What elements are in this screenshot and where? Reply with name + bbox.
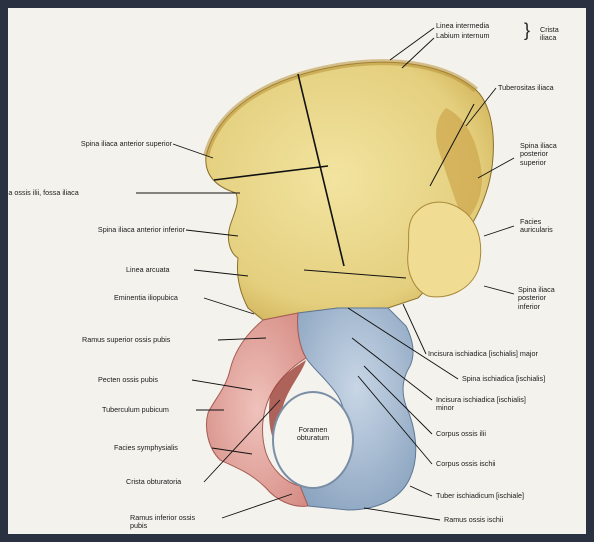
label-crista-obturatoria: Crista obturatoria [126,478,181,486]
auricular-surface [408,202,481,297]
label-pecten-ossis-pubis: Pecten ossis pubis [98,376,158,384]
bracket-glyph: } [524,20,530,40]
label-eminentia-iliopubica: Eminentia iliopubica [114,294,178,302]
label-spina-iliaca-posterior-inferior: Spina iliaca posterior inferior [518,286,555,311]
label-incisura-ischiadica-minor: Incisura ischiadica [ischialis] minor [436,396,526,413]
label-incisura-ischiadica-major: Incisura ischiadica [ischialis] major [428,350,538,358]
label-spina-iliaca-posterior-superior: Spina iliaca posterior superior [520,142,557,167]
label-tuberculum-pubicum: Tuberculum pubicum [102,406,169,414]
label-foramen-obturatum: Foramen obturatum [288,426,338,443]
label-facies-symphysialis: Facies symphysialis [114,444,178,452]
label-corpus-ossis-ilii: Corpus ossis ilii [436,430,486,438]
label-corpus-ossis-ischii: Corpus ossis ischii [436,460,496,468]
label-ramus-superior-ossis-pubis: Ramus superior ossis pubis [82,336,170,344]
label-tuber-ischiadicum: Tuber ischiadicum [ischiale] [436,492,524,500]
label-ala-ossis-ilii: Ala ossis ilii, fossa iliaca [8,189,79,197]
label-spina-ischiadica: Spina ischiadica [ischialis] [462,375,545,383]
label-crista-iliaca: Crista iliaca [540,26,559,43]
label-linea-arcuata: Linea arcuata [126,266,170,274]
label-labium-internum: Labium internum [436,32,490,40]
label-facies-auricularis: Facies auricularis [520,218,553,235]
label-ramus-ossis-ischii: Ramus ossis ischii [444,516,503,524]
label-spina-iliaca-anterior-inferior: Spina iliaca anterior inferior [38,226,185,234]
label-tuberositas-iliaca: Tuberositas iliaca [498,84,554,92]
figure-panel: } Linea intermedia Labium internum Crist… [8,8,586,534]
label-spina-iliaca-anterior-superior: Spina iliaca anterior superior [28,140,172,148]
label-ramus-inferior-ossis-pubis: Ramus inferior ossis pubis [130,514,195,531]
label-linea-intermedia: Linea intermedia [436,22,489,30]
